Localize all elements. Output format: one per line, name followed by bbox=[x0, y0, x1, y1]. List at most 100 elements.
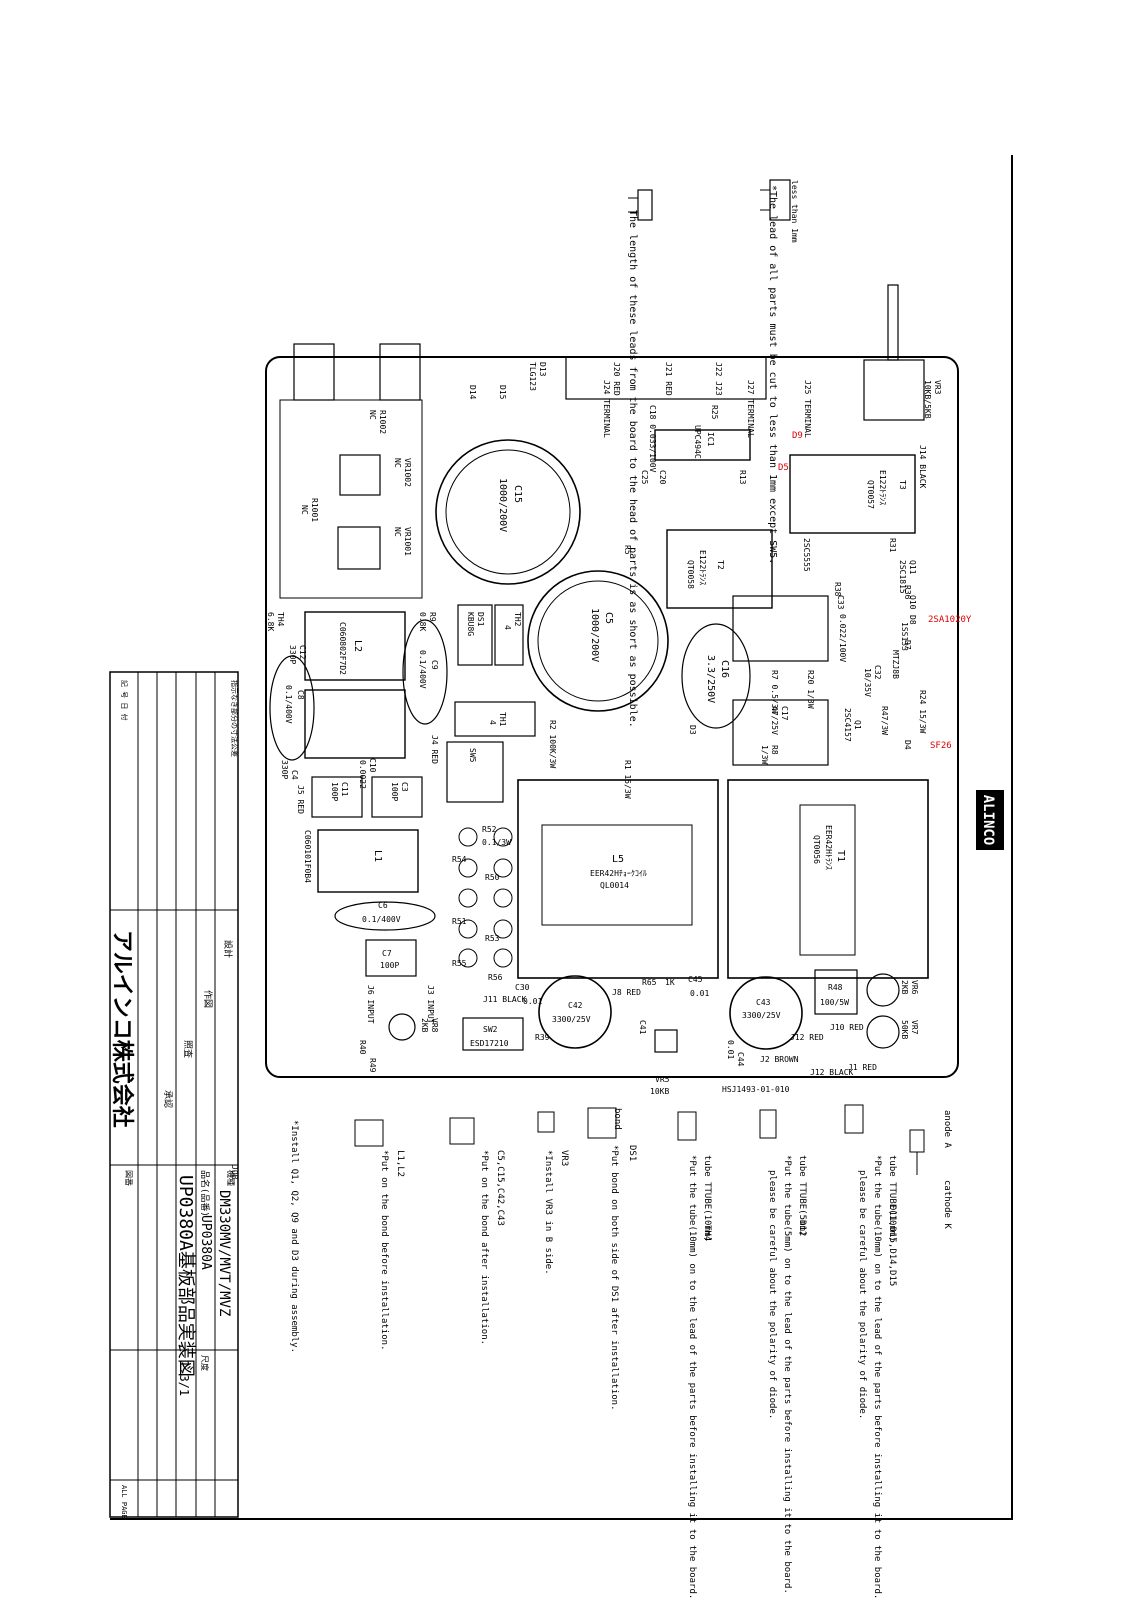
vr3-shaft bbox=[887, 284, 899, 361]
title-sheet-label: 図番 bbox=[124, 1170, 134, 1186]
label-r8-val: 1/3W bbox=[760, 745, 769, 764]
label-c33: C33 bbox=[836, 595, 845, 610]
label-mtzj8b: MTZJ8B bbox=[891, 650, 900, 679]
label-l5: L5 bbox=[612, 854, 624, 865]
note-c5-c15: C5,C15,C42,C43 bbox=[495, 1150, 505, 1226]
label-t1-code: QT0056 bbox=[812, 835, 821, 864]
c8-capacitor bbox=[269, 655, 315, 761]
label-c7-val: 100P bbox=[380, 961, 399, 970]
label-c33-val: 0.022/100V bbox=[838, 614, 847, 662]
label-c3: C3 bbox=[400, 782, 409, 792]
label-r40: R40 bbox=[358, 1040, 367, 1055]
label-r56: R56 bbox=[488, 973, 503, 982]
label-c12-val: 330P bbox=[288, 645, 297, 664]
c11-capacitor bbox=[311, 776, 363, 818]
logo-text: ALINCO bbox=[980, 795, 996, 846]
label-t3-type: E122ﾄﾗﾝｽ bbox=[878, 470, 887, 505]
heatsink-q bbox=[732, 595, 829, 662]
label-r24: R24 15/3W bbox=[918, 690, 927, 734]
label-r48: R48 bbox=[828, 983, 843, 992]
label-j12: J12 RED bbox=[790, 1033, 824, 1042]
label-j1: J1 RED bbox=[848, 1063, 877, 1072]
label-ic1: IC1 bbox=[706, 432, 715, 447]
label-c45-val: 0.01 bbox=[690, 989, 709, 998]
vr1002-pot bbox=[339, 454, 381, 496]
label-l5-type: EER42Hﾁｮｰｸｺｲﾙ bbox=[590, 869, 647, 878]
note-vr3: VR3 bbox=[559, 1150, 569, 1166]
label-vr8: VR8 bbox=[430, 1018, 439, 1033]
title-design-label: 設計 bbox=[222, 940, 234, 958]
label-tlg123: TLG123 bbox=[528, 362, 537, 391]
label-c4: C4 bbox=[290, 770, 299, 780]
l2-inductor bbox=[304, 611, 406, 681]
label-c15-val: 1000/200V bbox=[497, 478, 508, 532]
sw2-switch bbox=[462, 1017, 524, 1051]
label-c18: C18 0.033/100V bbox=[648, 405, 657, 473]
label-2sc1815: 2SC1815 bbox=[898, 560, 907, 594]
pcb-outline bbox=[265, 356, 959, 1078]
label-kbu8g: KBU8G bbox=[466, 612, 475, 636]
label-j22: J22 J23 bbox=[714, 362, 723, 396]
label-c11: C11 bbox=[340, 782, 349, 797]
label-r5: R5 bbox=[623, 545, 632, 555]
label-c7: C7 bbox=[382, 949, 392, 958]
title-model: DM330MV/MVT/MVZ bbox=[216, 1190, 232, 1316]
label-vr3: VR3 bbox=[933, 380, 942, 395]
label-d8: D8 bbox=[908, 615, 917, 625]
label-c42-val: 3300/25V bbox=[552, 1015, 591, 1024]
label-c32: C32 bbox=[873, 665, 882, 680]
header-note-1: *The lead of all parts must be cut to le… bbox=[767, 185, 778, 564]
label-c43-val: 3300/25V bbox=[742, 1011, 781, 1020]
label-vr6-val: 2KB bbox=[900, 980, 909, 995]
label-r53: R53 bbox=[485, 934, 500, 943]
note-install-q1: *Install Q1, Q2, Q9 and D3 during assemb… bbox=[289, 1120, 299, 1353]
label-c9-val: 0.1/400V bbox=[418, 650, 427, 689]
label-vr1001-nc: NC bbox=[393, 527, 402, 537]
alinco-logo: ALINCO bbox=[976, 790, 1004, 850]
vr1001-pot bbox=[337, 526, 381, 570]
title-date-label: 記 号 日 付 bbox=[120, 680, 129, 721]
title-scale: 1.3/1 bbox=[177, 1360, 191, 1396]
note-c5-c15-inst: *Put on the bond after installation. bbox=[479, 1150, 489, 1345]
label-j20: J20 RED bbox=[612, 362, 621, 396]
note-l1-l2: L1,L2 bbox=[395, 1150, 405, 1177]
ds1-bridge bbox=[457, 604, 493, 666]
title-scale-label: 尺度 bbox=[200, 1355, 210, 1371]
label-vr7: VR7 bbox=[910, 1020, 919, 1035]
label-r1001-nc: NC bbox=[300, 505, 309, 515]
label-t2: T2 bbox=[716, 560, 725, 570]
svg-text:less than 1mm: less than 1mm bbox=[790, 180, 799, 243]
label-d13: D13 bbox=[538, 362, 547, 377]
note-tube-10-a-inst: *Put the tube(10mm) on to the lead of th… bbox=[872, 1155, 882, 1599]
label-r39: R39 bbox=[535, 1033, 550, 1042]
label-c16-val: 3.3/250V bbox=[705, 655, 716, 703]
title-allpage-label: ALL PAGE bbox=[120, 1485, 128, 1519]
ic1-chip bbox=[654, 429, 751, 461]
label-j4: J4 RED bbox=[430, 735, 439, 764]
label-j12b: J12 BLACK bbox=[810, 1068, 854, 1077]
c42-capacitor bbox=[538, 975, 612, 1049]
c5-capacitor bbox=[527, 570, 669, 712]
label-j10: J10 RED bbox=[830, 1023, 864, 1032]
label-vr1002: VR1002 bbox=[403, 458, 412, 487]
c16-capacitor bbox=[681, 623, 751, 729]
l5-inner bbox=[541, 824, 693, 926]
label-r52: R52 bbox=[482, 825, 497, 834]
label-c41: C41 bbox=[638, 1020, 647, 1035]
label-l1-code: C060101F0B4 bbox=[303, 830, 312, 883]
label-r49: R49 bbox=[368, 1058, 377, 1073]
label-2sc5555: 2SC5555 bbox=[802, 538, 811, 572]
label-j24: J24 TERMINAL bbox=[602, 380, 611, 438]
label-q10: Q10 bbox=[908, 595, 917, 610]
label-r38: R38 bbox=[833, 582, 842, 597]
r48-resistor bbox=[814, 969, 858, 1015]
label-r8: R8 bbox=[770, 745, 779, 755]
label-vr1002-nc: NC bbox=[393, 458, 402, 468]
label-t2-code: QT0058 bbox=[686, 560, 695, 589]
label-sw2: SW2 bbox=[483, 1025, 498, 1034]
label-c8-val: 0.1/400V bbox=[284, 685, 293, 724]
label-l2: L2 bbox=[352, 640, 363, 652]
svg-text:The length of these leads from: The length of these leads from the board… bbox=[627, 210, 638, 728]
t3-transformer bbox=[789, 454, 916, 534]
